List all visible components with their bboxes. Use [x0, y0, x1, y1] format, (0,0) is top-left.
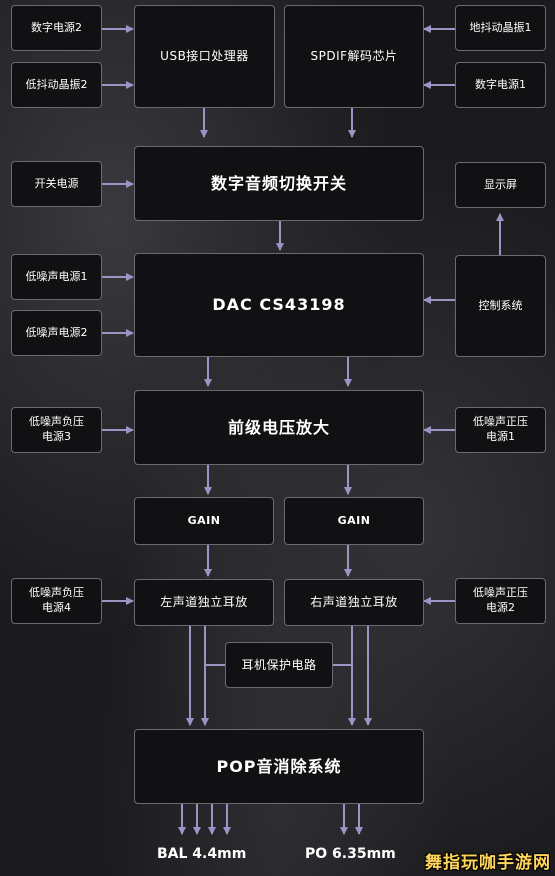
dac-label: DAC CS43198 [212, 295, 346, 315]
low-noise-power-1-label: 低噪声电源1 [25, 269, 88, 283]
display-label: 显示屏 [484, 177, 517, 191]
digital-power-2-label: 数字电源2 [31, 20, 82, 34]
control-system-block: 控制系统 [455, 255, 546, 357]
spdif-decoder-block: SPDIF解码芯片 [284, 5, 424, 108]
pop-suppression-block: POP音消除系统 [134, 729, 424, 804]
gain-left-block: GAIN [134, 497, 274, 545]
bal-output-label: BAL 4.4mm [157, 846, 247, 862]
neg-power-4-label: 低噪声负压 电源4 [29, 586, 84, 614]
low-jitter-osc-2-label: 低抖动晶振2 [25, 77, 88, 91]
digital-power-1-label: 数字电源1 [475, 77, 526, 91]
gain-left-label: GAIN [187, 513, 221, 527]
left-channel-amp-label: 左声道独立耳放 [160, 595, 248, 610]
dac-block: DAC CS43198 [134, 253, 424, 357]
low-noise-power-2-block: 低噪声电源2 [11, 310, 102, 356]
ground-jitter-osc-1-block: 地抖动晶振1 [455, 5, 546, 51]
switch-power-label: 开关电源 [34, 176, 79, 190]
pos-power-1-label: 低噪声正压 电源1 [473, 415, 528, 443]
display-block: 显示屏 [455, 162, 546, 208]
digital-power-2-block: 数字电源2 [11, 5, 102, 51]
digital-power-1-block: 数字电源1 [455, 62, 546, 108]
usb-processor-block: USB接口处理器 [134, 5, 275, 108]
digital-audio-switch-label: 数字音频切换开关 [210, 173, 347, 193]
usb-processor-label: USB接口处理器 [160, 49, 249, 64]
headphone-protection-label: 耳机保护电路 [241, 657, 317, 672]
preamp-label: 前级电压放大 [227, 417, 330, 437]
switch-power-block: 开关电源 [11, 161, 102, 207]
neg-power-3-block: 低噪声负压 电源3 [11, 407, 102, 453]
gain-right-label: GAIN [337, 513, 371, 527]
right-channel-amp-block: 右声道独立耳放 [284, 579, 424, 626]
left-channel-amp-block: 左声道独立耳放 [134, 579, 274, 626]
right-channel-amp-label: 右声道独立耳放 [310, 595, 398, 610]
po-output-label: PO 6.35mm [305, 846, 396, 862]
neg-power-4-block: 低噪声负压 电源4 [11, 578, 102, 624]
digital-audio-switch-block: 数字音频切换开关 [134, 146, 424, 221]
preamp-block: 前级电压放大 [134, 390, 424, 465]
gain-right-block: GAIN [284, 497, 424, 545]
ground-jitter-osc-1-label: 地抖动晶振1 [469, 20, 532, 34]
spdif-decoder-label: SPDIF解码芯片 [310, 49, 398, 64]
low-noise-power-2-label: 低噪声电源2 [25, 325, 88, 339]
headphone-protection-block: 耳机保护电路 [225, 642, 333, 688]
pos-power-1-block: 低噪声正压 电源1 [455, 407, 546, 453]
low-noise-power-1-block: 低噪声电源1 [11, 254, 102, 300]
low-jitter-osc-2-block: 低抖动晶振2 [11, 62, 102, 108]
pos-power-2-label: 低噪声正压 电源2 [473, 586, 528, 614]
pop-suppression-label: POP音消除系统 [216, 756, 342, 776]
neg-power-3-label: 低噪声负压 电源3 [29, 415, 84, 443]
control-system-label: 控制系统 [478, 298, 523, 312]
site-watermark: 舞指玩咖手游网 [425, 853, 551, 873]
pos-power-2-block: 低噪声正压 电源2 [455, 578, 546, 624]
